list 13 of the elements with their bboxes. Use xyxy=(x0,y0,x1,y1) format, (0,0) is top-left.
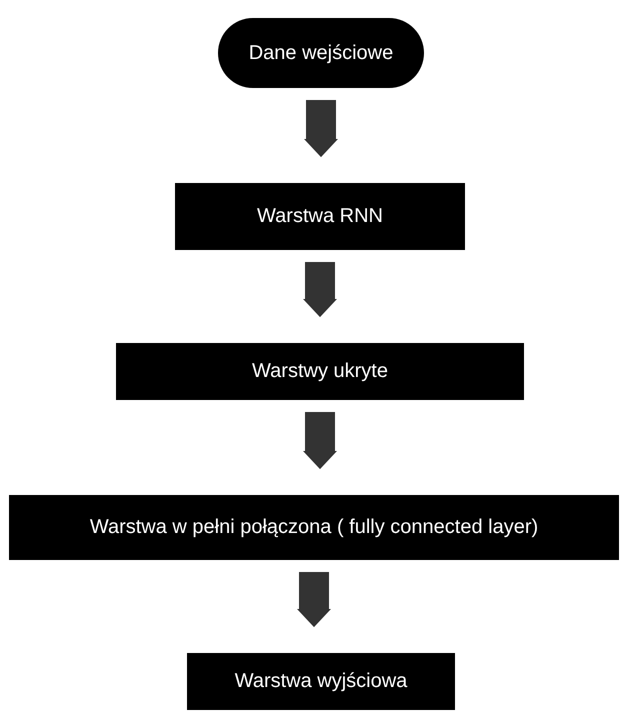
node-label: Warstwa RNN xyxy=(257,204,383,229)
arrow xyxy=(303,412,337,470)
process-box xyxy=(116,343,524,400)
node-label: Dane wejściowe xyxy=(248,40,394,66)
process-box xyxy=(9,495,619,560)
arrow xyxy=(297,572,331,628)
process-box xyxy=(187,653,455,710)
process-box xyxy=(175,183,465,250)
node-label: Warstwy ukryte xyxy=(252,359,388,384)
node-label: Warstwa w pełni połączona ( fully connected layer) xyxy=(90,515,538,540)
arrow xyxy=(303,262,337,318)
node-label: Warstwa wyjściowa xyxy=(234,669,408,694)
arrow xyxy=(304,100,338,158)
